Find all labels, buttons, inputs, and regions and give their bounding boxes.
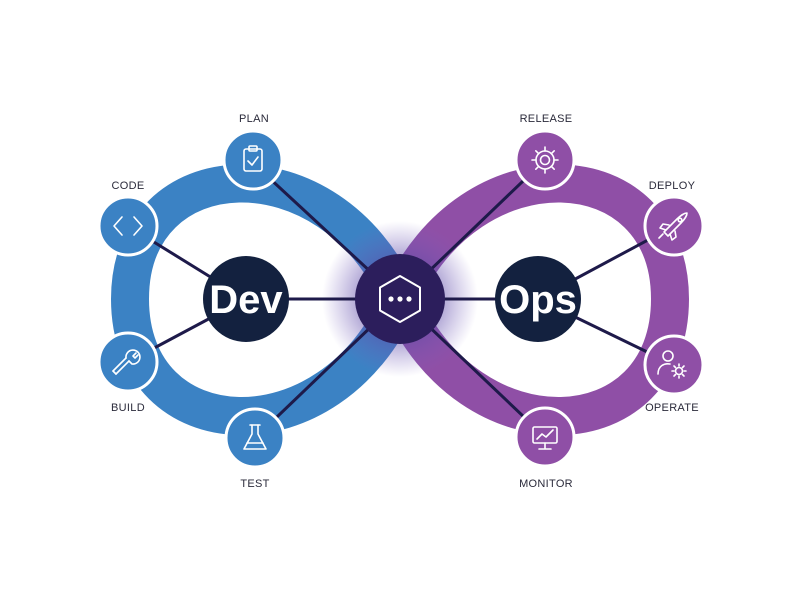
monitor-chart-icon <box>532 426 558 450</box>
stage-deploy-label: DEPLOY <box>649 180 696 192</box>
stage-monitor[interactable]: MONITOR <box>514 406 576 490</box>
ops-hub-label: Ops <box>499 278 577 322</box>
dev-hub: Dev <box>203 256 289 342</box>
wrench-icon <box>112 349 141 375</box>
dev-hub-label: Dev <box>209 278 283 322</box>
stage-operate[interactable]: OPERATE <box>643 334 705 414</box>
user-gear-icon <box>657 350 687 379</box>
stage-monitor-label: MONITOR <box>519 478 573 490</box>
stage-deploy[interactable]: DEPLOY <box>643 180 705 257</box>
stage-code-label: CODE <box>112 180 145 192</box>
dev-loop <box>110 164 419 435</box>
rocket-icon <box>658 212 688 241</box>
stage-operate-label: OPERATE <box>645 402 699 414</box>
stage-plan-label: PLAN <box>239 113 269 125</box>
stage-test[interactable]: TEST <box>224 407 286 490</box>
stage-release[interactable]: RELEASE <box>514 113 576 191</box>
stage-code[interactable]: CODE <box>97 180 159 257</box>
stage-release-label: RELEASE <box>520 113 573 125</box>
clipboard-check-icon <box>243 145 263 172</box>
gear-icon <box>531 146 559 174</box>
stage-test-label: TEST <box>240 478 269 490</box>
stage-build[interactable]: BUILD <box>97 331 159 414</box>
ops-hub: Ops <box>495 256 581 342</box>
code-brackets-icon <box>113 216 143 236</box>
center-node[interactable] <box>355 254 445 344</box>
stage-plan[interactable]: PLAN <box>222 113 284 191</box>
chat-hexagon-icon <box>379 275 421 323</box>
flask-icon <box>243 424 267 450</box>
ops-loop <box>381 164 690 435</box>
stage-build-label: BUILD <box>111 402 145 414</box>
